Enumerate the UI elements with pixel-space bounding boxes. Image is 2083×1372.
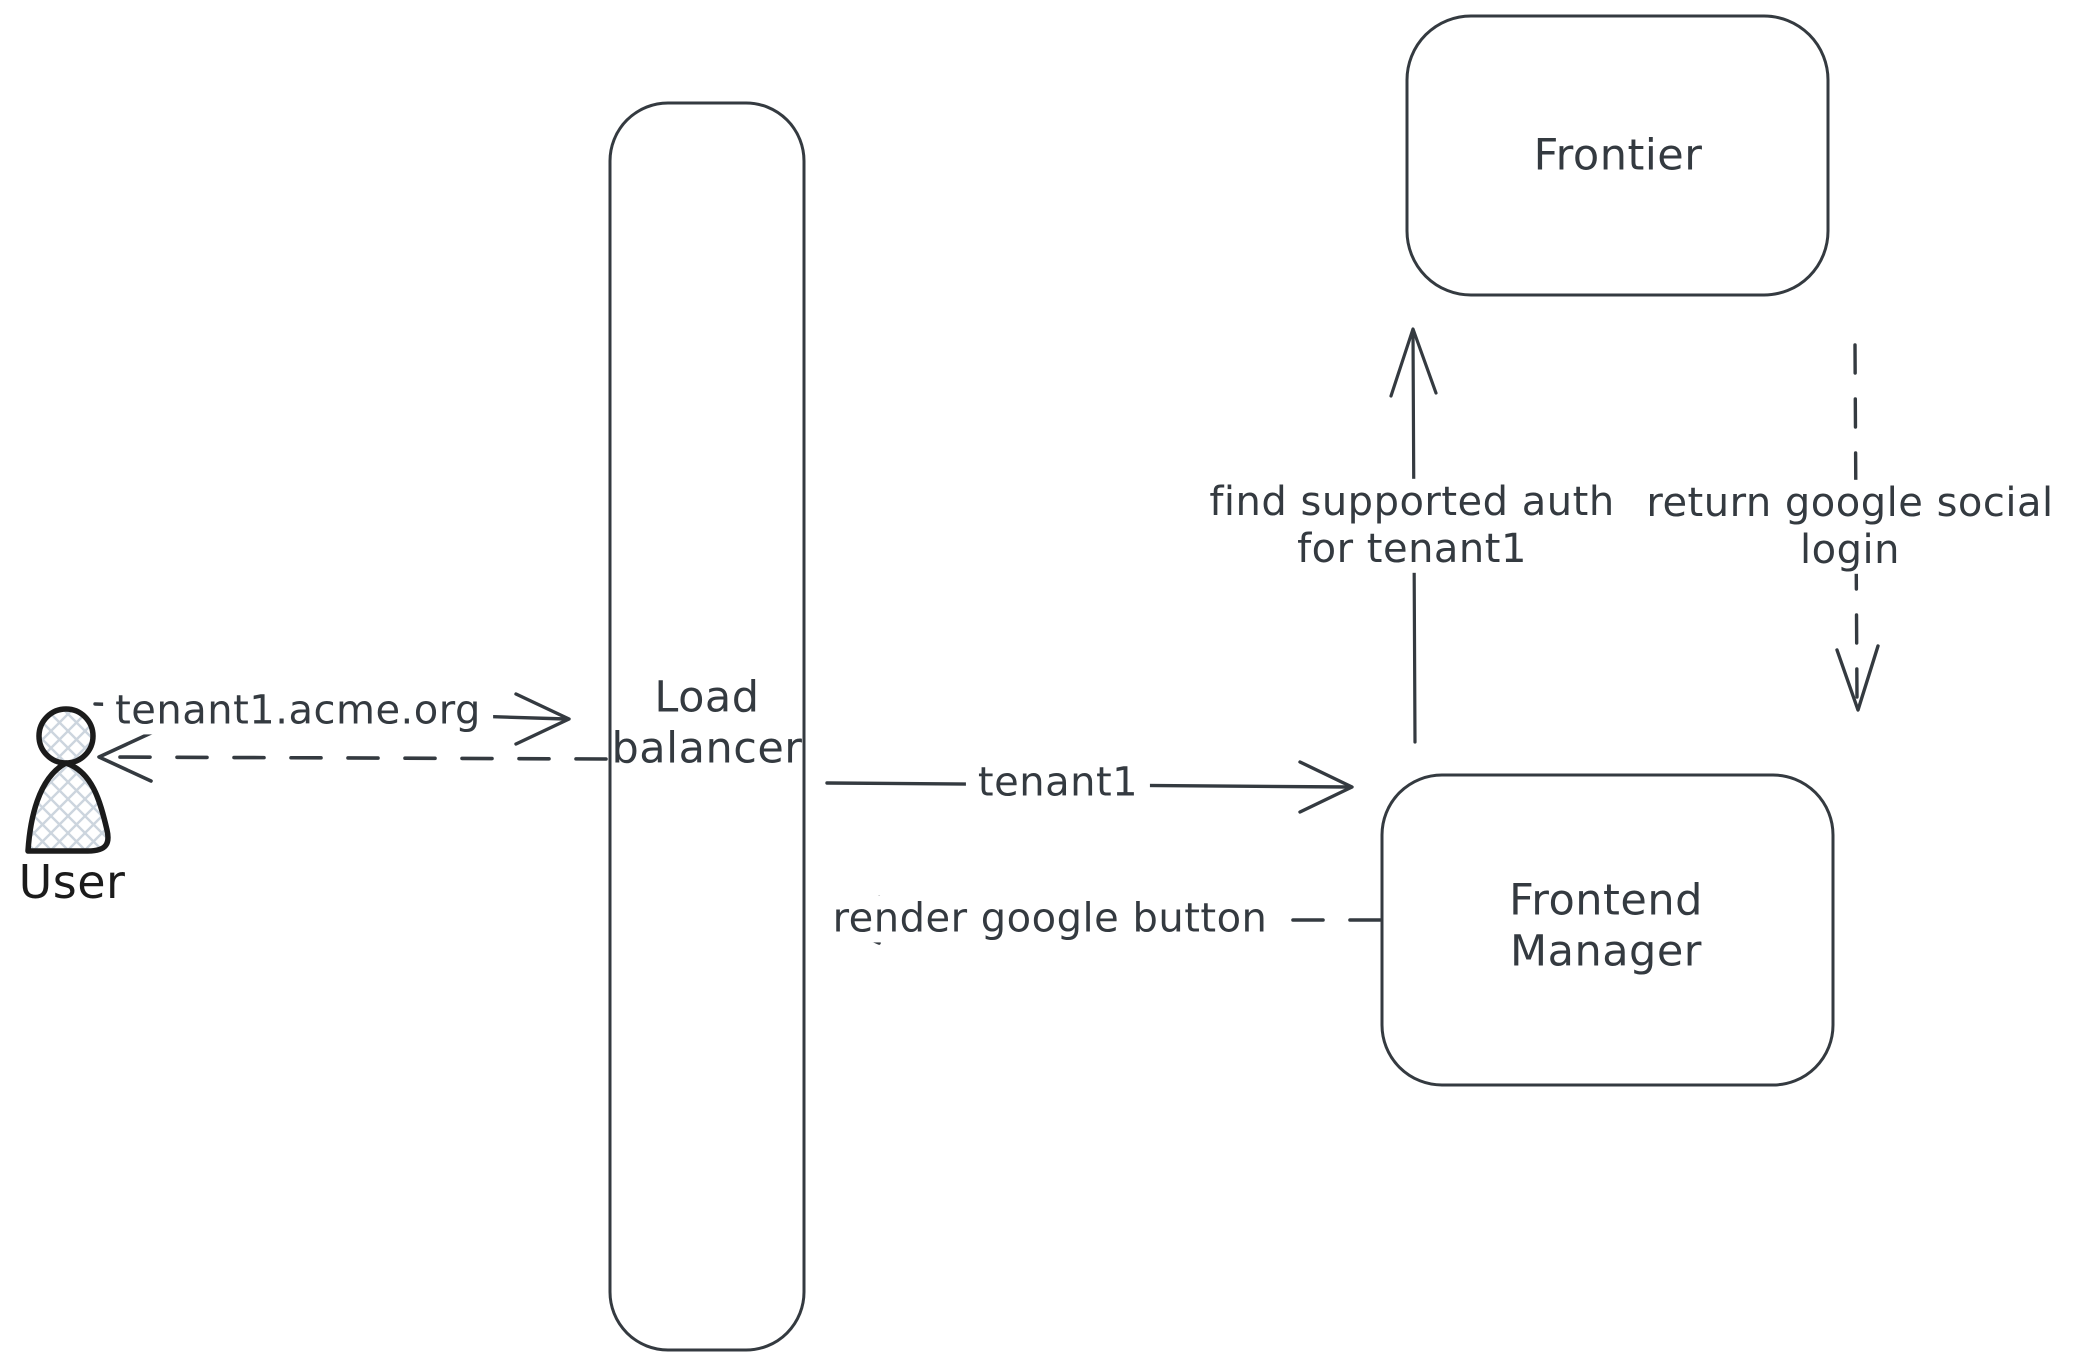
edge-lb-to-user	[97, 731, 608, 783]
frontend-manager-label-line1: Frontend	[1509, 875, 1703, 926]
load-balancer-label-line2: balancer	[611, 723, 803, 773]
frontend-manager-box	[1380, 773, 1835, 1087]
frontier-label: Frontier	[1533, 130, 1703, 181]
edge-label-return-google-social-login-line2: login	[1800, 527, 1900, 573]
user-body	[25, 760, 111, 854]
user-label: User	[18, 854, 126, 909]
edge-label-return-google-social-login: return google social login	[1634, 479, 2066, 575]
load-balancer-label: Load balancer	[612, 672, 803, 773]
load-balancer-box	[608, 101, 806, 1352]
load-balancer-label-line1: Load	[654, 672, 760, 723]
edge-lb-to-user-line	[103, 755, 608, 761]
edge-label-find-supported-auth: find supported auth for tenant1	[1197, 478, 1627, 574]
frontend-manager-label-line2: Manager	[1510, 926, 1702, 976]
edge-fm-to-frontier-arrowhead	[1389, 327, 1438, 398]
edge-frontier-to-fm-arrowhead	[1835, 644, 1880, 712]
frontend-manager-label: Frontend Manager	[1509, 875, 1703, 976]
edge-lb-to-user-arrowhead	[97, 731, 153, 783]
user-person-icon	[25, 706, 111, 854]
edge-label-tenant1-acme-org: tenant1.acme.org	[103, 687, 493, 735]
user-head	[36, 706, 96, 766]
edge-label-find-supported-auth-line2: for tenant1	[1297, 526, 1527, 572]
edge-lb-to-fm-arrowhead	[1298, 760, 1354, 814]
edge-label-return-google-social-login-line1: return google social	[1646, 479, 2054, 526]
edge-user-to-lb-arrowhead	[514, 692, 571, 746]
edge-label-tenant1: tenant1	[965, 759, 1151, 807]
edge-label-find-supported-auth-line1: find supported auth	[1209, 478, 1615, 525]
edge-label-render-google-button: render google button	[820, 895, 1280, 943]
frontier-box	[1405, 14, 1830, 297]
